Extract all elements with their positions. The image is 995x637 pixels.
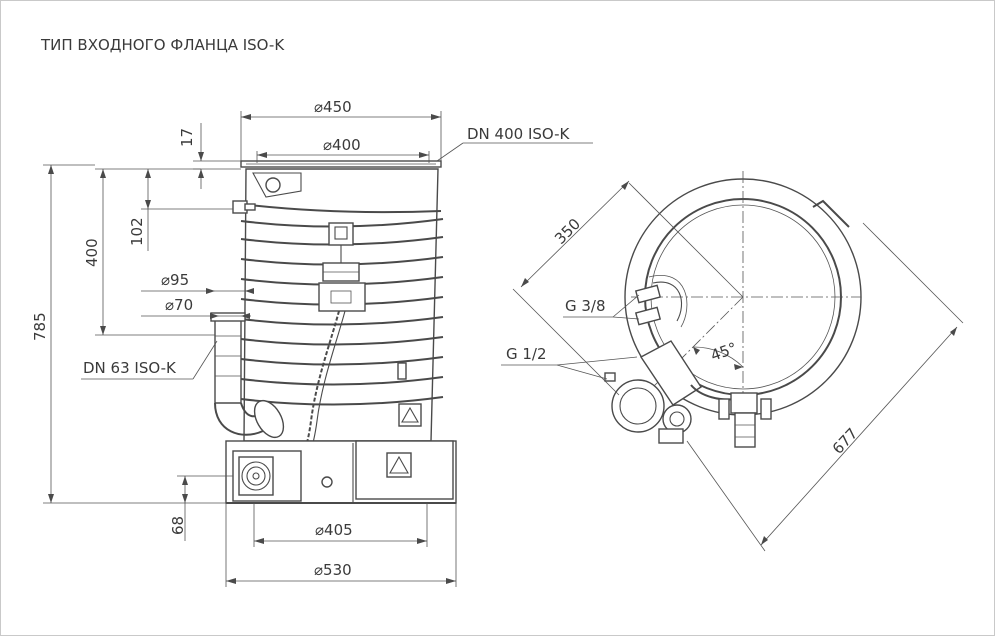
- dim-d400: ⌀400: [323, 136, 361, 154]
- label-dn400-isok: DN 400 ISO-K: [467, 125, 571, 143]
- label-dn63-isok: DN 63 ISO-K: [83, 359, 177, 377]
- dim-d450: ⌀450: [314, 98, 352, 116]
- lifting-eye: [265, 177, 281, 193]
- thermal-switch-box: [318, 282, 366, 312]
- dim-102: 102: [128, 217, 146, 246]
- label-g38: G 3/8: [565, 297, 606, 315]
- dim-d405: ⌀405: [315, 521, 353, 539]
- junction-box-top: [328, 222, 354, 246]
- side-view-dimensions: ⌀450 ⌀400 DN 400 ISO-K 17 102 400: [31, 98, 593, 587]
- warning-label-upper: [398, 403, 422, 427]
- dim-d95: ⌀95: [161, 271, 189, 289]
- dim-17: 17: [178, 128, 196, 147]
- base-plug: [321, 476, 333, 488]
- dim-d530: ⌀530: [314, 561, 352, 579]
- label-g12: G 1/2: [506, 345, 547, 363]
- dim-d70: ⌀70: [165, 296, 193, 314]
- top-foreline-port: [604, 340, 702, 444]
- dim-785: 785: [31, 312, 49, 341]
- dim-677: 677: [829, 425, 862, 458]
- drain-fitting: [690, 384, 772, 448]
- dim-68: 68: [169, 516, 187, 535]
- pump-top-view: 45°: [604, 171, 862, 448]
- angle-arc: [692, 346, 744, 368]
- drawing-title: ТИП ВХОДНОГО ФЛАНЦА ISO-K: [40, 36, 285, 54]
- dim-350: 350: [551, 215, 584, 248]
- dim-400: 400: [83, 238, 101, 267]
- pump-side-view: [210, 160, 457, 504]
